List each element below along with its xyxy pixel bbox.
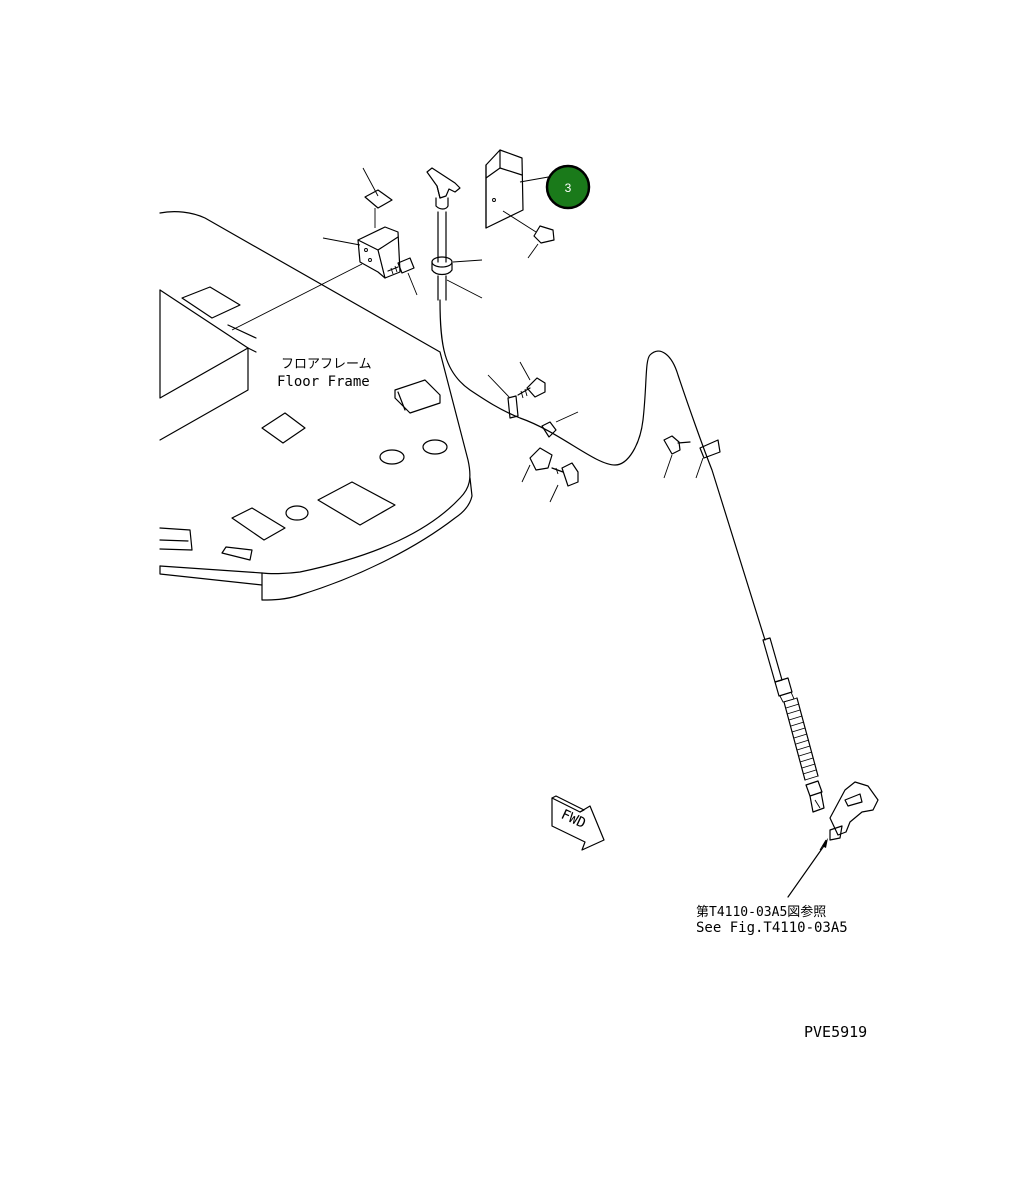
control-cable [426,167,766,641]
right-clamp-hardware [663,435,721,479]
callout-circle [545,164,591,210]
cover-plate [485,149,555,259]
fwd-arrow: FWD [551,795,605,851]
callout-3[interactable]: 3 [545,164,591,210]
see-fig-label-en: See Fig.T4110-03A5 [696,920,848,936]
cable-end [762,637,825,813]
floor-frame-label-jp: フロアフレーム [281,357,372,372]
cable-bracket [231,167,418,331]
floor-frame-label-en: Floor Frame [277,374,370,390]
lever [787,781,879,898]
floor-frame [159,211,473,601]
drawing-number: PVE5919 [804,1023,867,1041]
see-fig-label-jp: 第T4110-03A5図参照 [696,904,826,920]
clamp-hardware [487,361,579,503]
callout-number: 3 [565,181,572,195]
